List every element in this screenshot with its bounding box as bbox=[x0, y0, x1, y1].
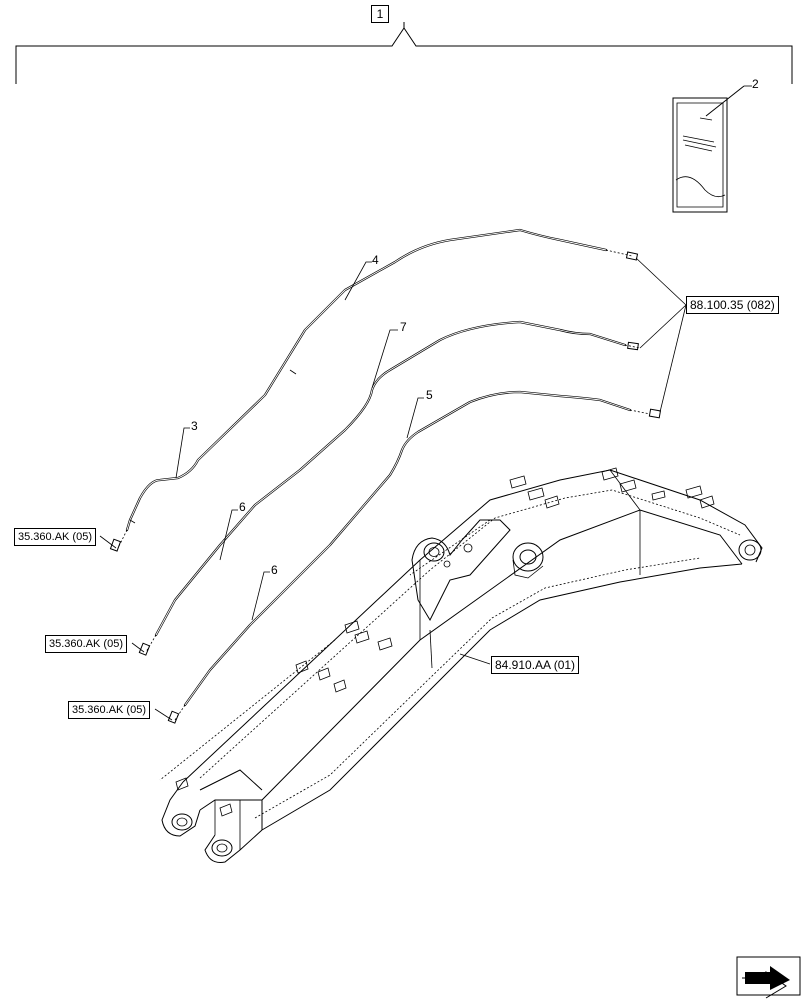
callout-leaders bbox=[99, 85, 752, 721]
ref-boom[interactable]: 84.910.AA (01) bbox=[491, 656, 580, 674]
tube-7 bbox=[138, 320, 641, 656]
ref-hose-2[interactable]: 35.360.AK (05) bbox=[45, 635, 127, 653]
assembly-callout-1: 1 bbox=[371, 5, 389, 23]
boom-structure bbox=[159, 467, 763, 863]
tube-5 bbox=[167, 390, 662, 724]
tube-4 bbox=[109, 228, 639, 552]
instruction-sheet-icon bbox=[672, 85, 745, 213]
callout-6b: 6 bbox=[271, 563, 278, 577]
assembly-bracket bbox=[15, 22, 793, 84]
ref-tube-fittings[interactable]: 88.100.35 (082) bbox=[686, 296, 779, 314]
ref-hose-3[interactable]: 35.360.AK (05) bbox=[68, 701, 150, 719]
callout-4: 4 bbox=[372, 253, 379, 267]
callout-6a: 6 bbox=[239, 500, 246, 514]
callout-2: 2 bbox=[752, 77, 759, 91]
callout-5: 5 bbox=[426, 388, 433, 402]
callout-3: 3 bbox=[191, 419, 198, 433]
ref-hose-1[interactable]: 35.360.AK (05) bbox=[14, 528, 96, 546]
callout-7: 7 bbox=[400, 320, 407, 334]
next-page-arrow-icon[interactable] bbox=[736, 956, 801, 999]
